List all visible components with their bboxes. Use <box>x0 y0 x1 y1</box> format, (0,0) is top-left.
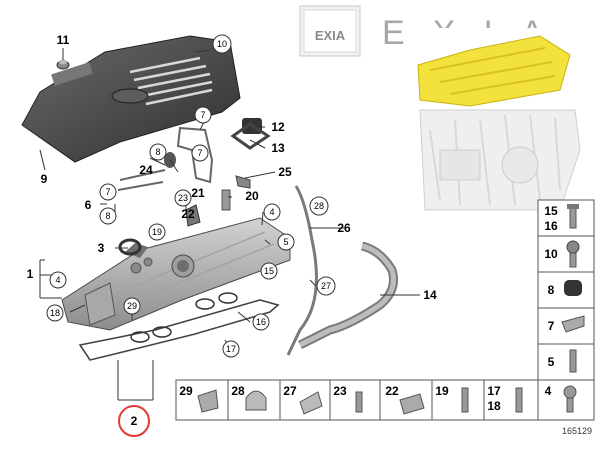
highlighted-valve-cover <box>417 35 571 107</box>
side-table-row-4: 7 <box>548 319 555 333</box>
callout-2: 2 <box>131 414 138 428</box>
logo-text: EXIA <box>315 28 346 43</box>
callout-9: 9 <box>41 172 48 186</box>
callout-11: 11 <box>57 33 70 47</box>
callout-16: 16 <box>256 317 266 327</box>
callout-28: 28 <box>314 201 324 211</box>
callout-1: 1 <box>27 267 34 281</box>
callout-13: 13 <box>271 141 285 155</box>
bottom-table-cell-7-top: 17 <box>487 384 501 398</box>
diagram-number: 165129 <box>562 426 592 436</box>
callout-15: 15 <box>264 266 274 276</box>
callout-22: 22 <box>181 207 195 221</box>
speed-nut-icon <box>399 393 425 415</box>
side-table-row-2: 10 <box>544 247 558 261</box>
bracket-icon <box>245 390 267 411</box>
engine-overview-inset <box>408 28 594 211</box>
small-parts-upper <box>56 59 271 227</box>
highlight-ring <box>118 405 150 437</box>
bottom-table-cell-8: 4 <box>545 384 552 398</box>
callout-7a: 7 <box>200 110 205 120</box>
bottom-table-cell-5: 22 <box>385 384 399 398</box>
engine-cover-part <box>21 35 241 163</box>
hose-clip-icon <box>299 391 323 415</box>
clip-nut-icon <box>197 389 219 413</box>
callout-14: 14 <box>423 288 437 302</box>
callout-18: 18 <box>50 308 60 318</box>
callout-8a: 8 <box>155 147 160 157</box>
callout-7b: 7 <box>197 148 202 158</box>
clip-icon <box>561 315 585 333</box>
side-table-row-1-bottom: 16 <box>544 219 558 233</box>
callout-4b: 4 <box>55 275 60 285</box>
side-parts-table: 15 16 10 8 7 5 <box>537 199 595 381</box>
bottom-parts-table: 29 28 27 23 22 19 17 18 4 <box>175 379 595 421</box>
brand-logo: EXIA <box>299 5 361 57</box>
callout-8b: 8 <box>105 211 110 221</box>
callout-21: 21 <box>191 186 205 200</box>
bolt-icon <box>569 205 577 229</box>
callout-26: 26 <box>337 221 351 235</box>
callout-4a: 4 <box>269 207 274 217</box>
grommet-icon <box>564 280 582 296</box>
bottom-table-cell-3: 27 <box>283 384 297 398</box>
callout-20: 20 <box>245 189 259 203</box>
bottom-table-cell-2: 28 <box>231 384 245 398</box>
stud-bolt-icon <box>515 387 523 413</box>
side-table-row-1-top: 15 <box>544 204 558 218</box>
breather-hoses <box>286 185 398 356</box>
side-table-row-5: 5 <box>548 355 555 369</box>
bottom-table-cell-6: 19 <box>435 384 449 398</box>
side-table-row-3: 8 <box>548 283 555 297</box>
bottom-table-cell-1: 29 <box>179 384 193 398</box>
nut-icon <box>566 240 580 254</box>
callout-10: 10 <box>217 39 227 49</box>
bottom-table-cell-7-bottom: 18 <box>487 399 501 413</box>
callout-3: 3 <box>98 241 105 255</box>
callout-6: 6 <box>85 198 92 212</box>
callout-24: 24 <box>139 163 153 177</box>
screw-icon <box>355 391 363 413</box>
callout-5: 5 <box>283 237 288 247</box>
callout-19: 19 <box>152 227 162 237</box>
valve-cover-part <box>61 217 291 331</box>
callout-labels: 11 10 7 12 13 8 9 24 7 25 23 21 20 6 7 8… <box>27 33 437 428</box>
callout-12: 12 <box>271 120 285 134</box>
ball-stud-icon <box>563 385 577 399</box>
callout-17: 17 <box>226 344 236 354</box>
bottom-table-cell-4: 23 <box>333 384 347 398</box>
callout-23a: 23 <box>178 193 188 203</box>
gaskets <box>78 238 280 361</box>
long-bolt-icon <box>461 387 469 413</box>
callout-27: 27 <box>321 281 331 291</box>
stud-icon <box>569 349 577 373</box>
callout-7c: 7 <box>105 187 110 197</box>
callout-25: 25 <box>278 165 292 179</box>
circle-callouts <box>46 34 336 437</box>
callout-29: 29 <box>127 301 137 311</box>
